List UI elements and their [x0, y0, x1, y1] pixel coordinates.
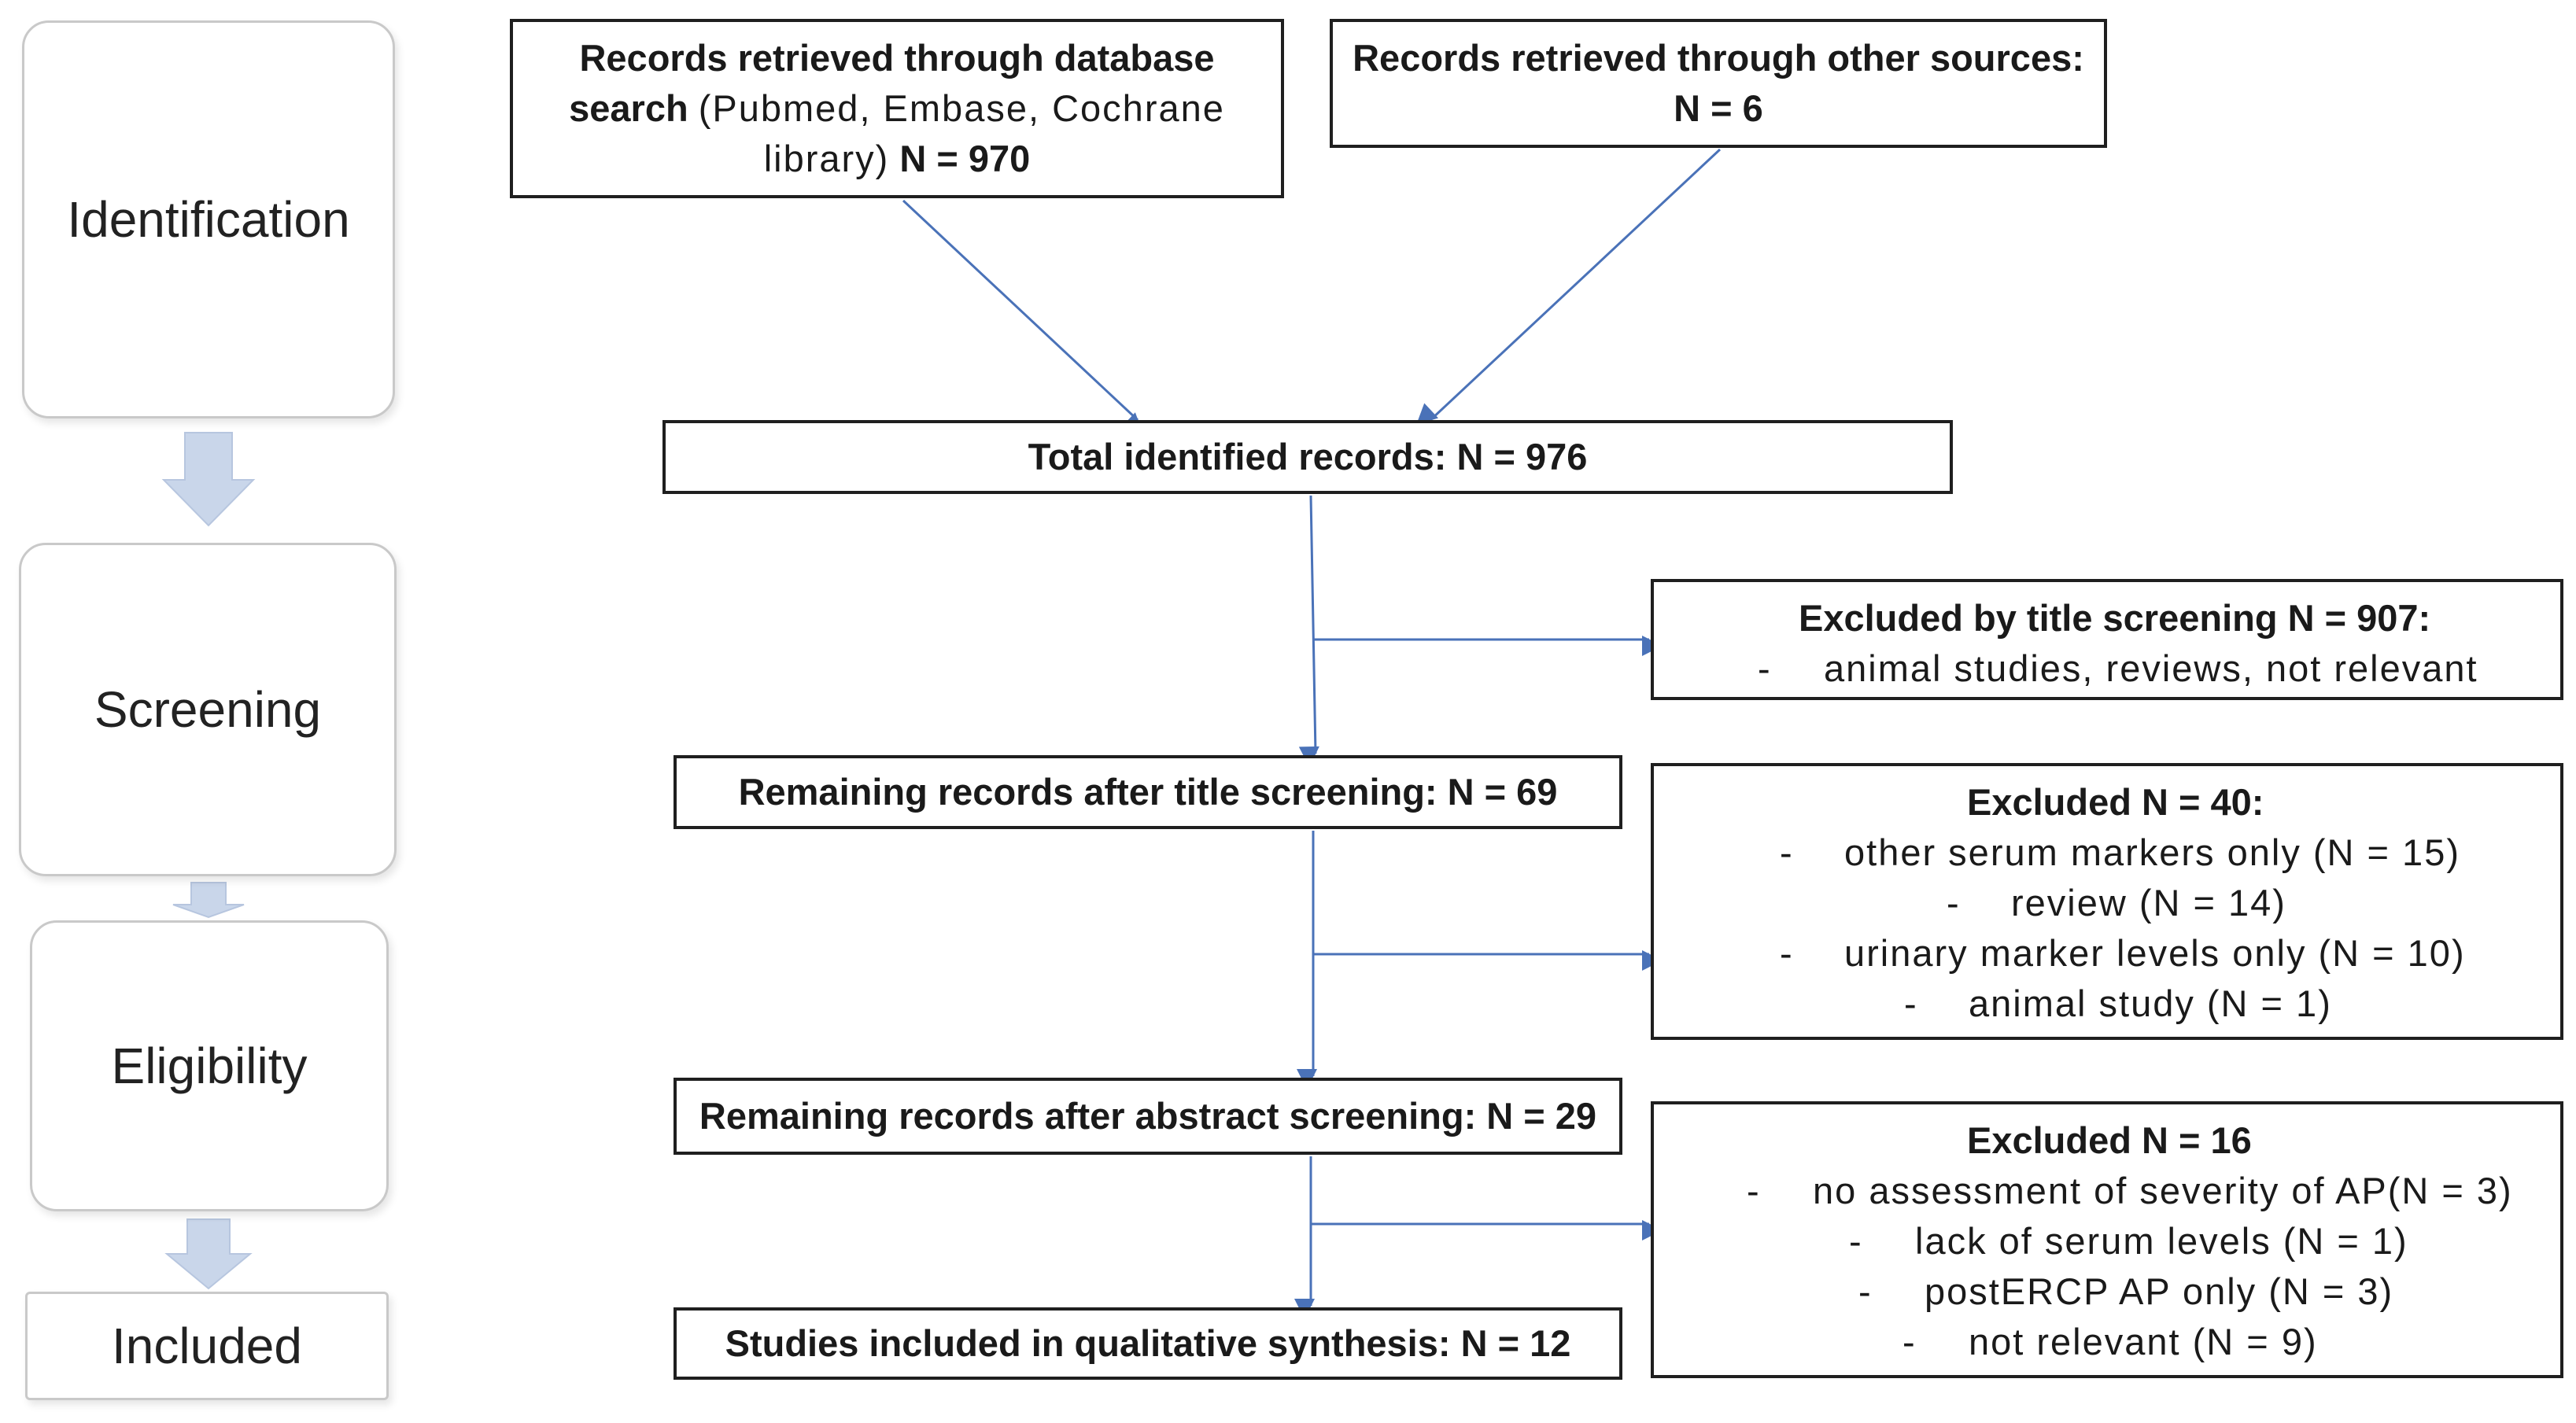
abstract-exclusion-item-text: review (N = 14) [2011, 882, 2286, 923]
other-sources-box: Records retrieved through other sources:… [1330, 19, 2107, 148]
database-line-2: search (Pubmed, Embase, Cochrane [569, 83, 1225, 134]
title-exclusion-heading: Excluded by title screening N = 907: [1799, 597, 2431, 639]
bullet-dash: - [1780, 831, 1794, 873]
stage-screening-label: Screening [94, 681, 322, 738]
after-title-screening-text: Remaining records after title screening:… [738, 771, 1558, 813]
stage-included: Included [25, 1292, 389, 1400]
stage-identification: Identification [22, 20, 395, 418]
stage-identification-label: Identification [67, 191, 350, 248]
included-studies-text: Studies included in qualitative synthesi… [725, 1322, 1571, 1364]
after-abstract-screening-box: Remaining records after abstract screeni… [674, 1078, 1622, 1155]
abstract-exclusion-heading: Excluded N = 40: [1967, 781, 2264, 823]
bullet-dash: - [1758, 647, 1772, 689]
stage-screening: Screening [19, 543, 397, 876]
database-count: N = 970 [899, 138, 1031, 179]
bullet-dash: - [1902, 1321, 1917, 1362]
fulltext-exclusion-heading: Excluded N = 16 [1967, 1119, 2252, 1161]
abstract-exclusion-item-text: other serum markers only (N = 15) [1844, 831, 2460, 873]
bullet-dash: - [1947, 882, 1961, 923]
abstract-exclusion-item-text: animal study (N = 1) [1969, 982, 2332, 1024]
stage-arrow-2 [172, 882, 245, 919]
bullet-dash: - [1904, 982, 1918, 1024]
stage-included-label: Included [112, 1318, 302, 1374]
title-exclusion-box: Excluded by title screening N = 907: - a… [1651, 579, 2563, 700]
after-abstract-screening-text: Remaining records after abstract screeni… [699, 1095, 1597, 1137]
connector-total-to-title [1298, 495, 1319, 768]
stage-arrow-1 [161, 432, 256, 527]
stage-eligibility-label: Eligibility [111, 1038, 308, 1094]
fulltext-exclusion-item-text: not relevant (N = 9) [1969, 1321, 2318, 1362]
after-title-screening-box: Remaining records after title screening:… [674, 755, 1622, 829]
database-records-box: Records retrieved through database searc… [510, 19, 1284, 198]
fulltext-exclusion-item-text: postERCP AP only (N = 3) [1925, 1270, 2394, 1312]
fulltext-exclusion-box: Excluded N = 16 - no assessment of sever… [1651, 1101, 2563, 1378]
other-sources-line-1: Records retrieved through other sources: [1353, 37, 2084, 79]
bullet-dash: - [1780, 932, 1794, 974]
stage-eligibility: Eligibility [30, 920, 389, 1211]
bullet-dash: - [1747, 1170, 1761, 1211]
connector-database-to-total [902, 199, 1143, 434]
abstract-exclusion-item-text: urinary marker levels only (N = 10) [1844, 932, 2466, 974]
title-exclusion-item-text: animal studies, reviews, not relevant [1824, 647, 2478, 689]
connector-other-to-total [1416, 148, 1722, 425]
bullet-dash: - [1849, 1220, 1863, 1262]
total-records-box: Total identified records: N = 976 [662, 420, 1953, 494]
included-studies-box: Studies included in qualitative synthesi… [674, 1307, 1622, 1380]
database-line-1: Records retrieved through database [579, 37, 1215, 79]
database-library: library) [763, 138, 890, 179]
database-search-label: search [569, 87, 688, 129]
bullet-dash: - [1858, 1270, 1873, 1312]
stage-arrow-3 [164, 1218, 253, 1290]
total-records-text: Total identified records: N = 976 [1028, 436, 1588, 477]
database-line-3: library) N = 970 [764, 134, 1031, 184]
other-sources-count: N = 6 [1674, 87, 1763, 129]
abstract-exclusion-box: Excluded N = 40: - other serum markers o… [1651, 763, 2563, 1040]
database-sources: (Pubmed, Embase, Cochrane [698, 87, 1225, 129]
fulltext-exclusion-item-text: lack of serum levels (N = 1) [1915, 1220, 2408, 1262]
fulltext-exclusion-item-text: no assessment of severity of AP(N = 3) [1813, 1170, 2513, 1211]
